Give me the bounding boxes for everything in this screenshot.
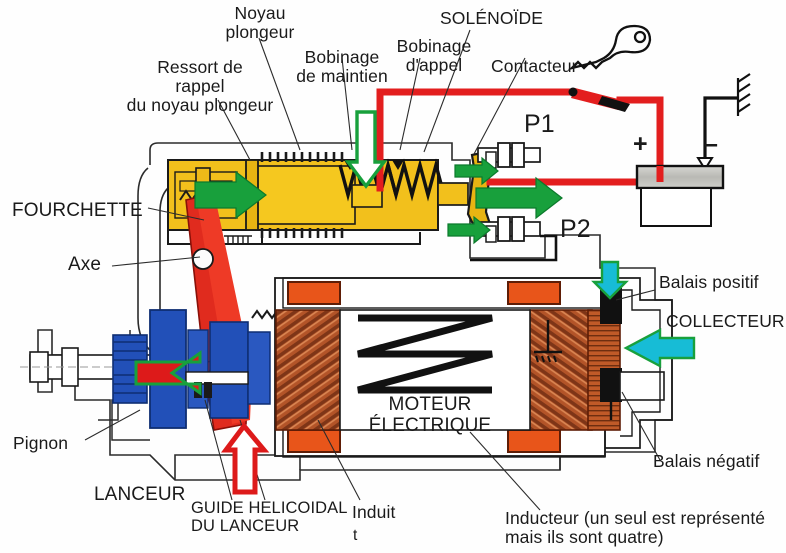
chassis-ground-icon (736, 73, 751, 116)
green-outline-arrow-pull-in-winding (344, 110, 388, 189)
label-bobinage-de-maintien: Bobinage de maintien (296, 47, 388, 86)
ignition-contactor (568, 87, 630, 112)
cyan-arrow-positive-brush (591, 260, 629, 300)
red-outline-arrow-helical-guide (221, 421, 270, 495)
cyan-arrow-collector (623, 328, 696, 368)
label-ressort-de-rappel: Ressort de rappel du noyau plongeur (126, 57, 274, 115)
label-bobinage-d-appel: Bobinage d'appel (396, 36, 472, 75)
label-contacteur: Contacteur (491, 56, 578, 76)
armature-winding-left (275, 309, 341, 431)
electric-motor-body (274, 277, 606, 458)
inductor-block-tr (507, 281, 561, 305)
positive-brush (600, 288, 622, 324)
label-battery-positive: + (633, 130, 648, 158)
pinion-gear (112, 334, 148, 404)
label-induit-overflow: t (353, 527, 358, 544)
label-battery-negative: – (704, 130, 719, 158)
green-arrow-contact-upper (454, 156, 499, 186)
ignition-key-icon (568, 24, 652, 71)
green-arrow-solenoid-core (194, 170, 267, 220)
inductor-block-bl (287, 429, 341, 453)
terminal-p1 (477, 142, 541, 169)
label-inducteur: Inducteur (un seul est représenté mais i… (505, 508, 766, 547)
collector-and-brushes (534, 274, 673, 449)
label-p1: P1 (524, 110, 555, 138)
label-solenoide: SOLÉNOÏDE (440, 8, 544, 28)
label-moteur-electrique: MOTEUR ÉLECTRIQUE (368, 394, 492, 436)
label-lanceur: LANCEUR (94, 484, 186, 505)
label-p2: P2 (560, 215, 591, 243)
label-axe: Axe (68, 254, 102, 275)
battery (635, 73, 751, 227)
armature-winding-right (529, 309, 593, 431)
terminal-p2 (470, 216, 558, 262)
green-arrow-contact-lower (447, 215, 491, 245)
inductor-block-br (507, 429, 561, 453)
inductor-block-tl (287, 281, 341, 305)
fork-pivot-hole (192, 248, 214, 270)
label-balais-negatif: Balais négatif (653, 451, 760, 471)
negative-brush (600, 368, 622, 402)
motor-ground-icon (534, 320, 562, 363)
label-induit: Induit (352, 502, 396, 522)
label-collecteur: COLLECTEUR (666, 311, 785, 331)
label-fourchette: FOURCHETTE (12, 200, 143, 221)
label-guide-helicoidal: GUIDE HELICOIDAL DU LANCEUR (191, 499, 348, 535)
green-arrow-contact-main (475, 176, 563, 220)
label-noyau-plongeur: Noyau plongeur (225, 3, 295, 42)
leader-lines (84, 29, 661, 511)
red-arrow-pinion-engage (134, 350, 202, 396)
label-pignon: Pignon (13, 433, 69, 453)
label-balais-positif: Balais positif (659, 272, 759, 292)
ignition-circuit-wire (376, 88, 664, 192)
